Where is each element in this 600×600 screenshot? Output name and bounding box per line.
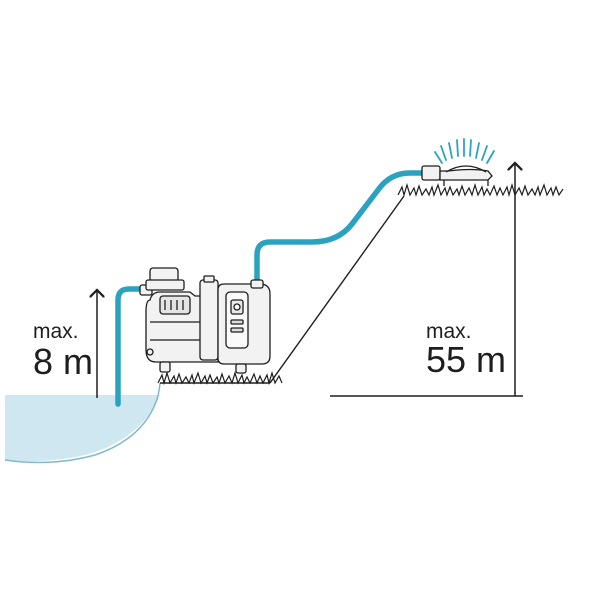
suction-height-prefix: max. [33, 320, 79, 343]
suction-height-value: 8 m [33, 341, 94, 382]
delivery-height-value: 55 m [426, 339, 507, 380]
hill-slope [269, 195, 405, 384]
grass-hilltop [397, 182, 564, 198]
water-reservoir [5, 395, 160, 462]
water-spray [434, 138, 495, 164]
garden-pump [139, 267, 271, 374]
sprinkler [421, 165, 493, 186]
grass-pump [157, 370, 283, 386]
water-bank-line [4, 382, 161, 464]
delivery-height-prefix: max. [426, 320, 472, 343]
delivery-hose [254, 170, 427, 285]
suction-hose [115, 286, 153, 407]
